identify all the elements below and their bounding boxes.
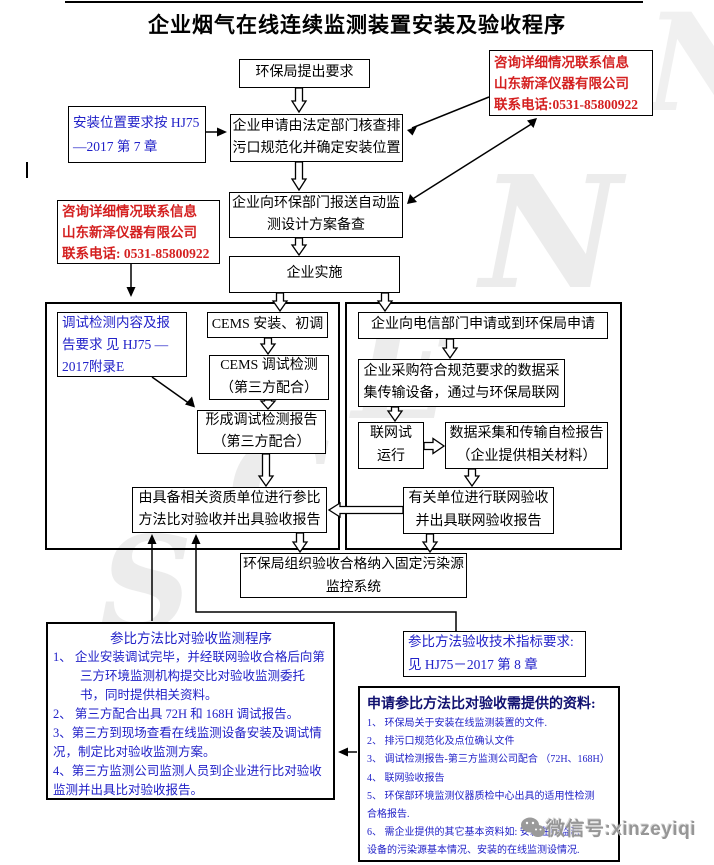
flow-box-network-trial: 联网试 运行: [358, 422, 424, 469]
list-item: 4、 联网验收报告: [367, 772, 445, 784]
contact-info-box-left: 咨询详细情况联系信息 山东新泽仪器有限公司 联系电话: 0531-8580092…: [57, 200, 220, 264]
flow-box-apply: 企业申请由法定部门核查排 污口规范化并确定安装位置: [230, 114, 403, 162]
materials-note-box: 申请参比方法比对验收需提供的资料: 1、 环保局关于安装在线监测装置的文件. 2、…: [358, 686, 620, 862]
list-item: 3、第三方到现场查看在线监测设备安装及调试情况，制定比对验收监测方案。: [53, 726, 322, 759]
procedure-note-box: 参比方法比对验收监测程序 1、 企业安装调试完毕，并经联网验收合格后向第三方环境…: [46, 622, 335, 800]
flow-box-epb-request: 环保局提出要求: [239, 59, 370, 88]
flow-box-self-check-report: 数据采集和传输自检报告 （企业提供相关材料）: [445, 422, 608, 469]
materials-items: 1、 环保局关于安装在线监测装置的文件. 2、 排污口规范化及点位确认文件 3、 调…: [367, 715, 613, 860]
list-item: 6、 需企业提供的其它基本资料如: 安装在线监测 设备的污染源基本情况、安装的在…: [367, 827, 580, 857]
flow-box-report-design: 企业向环保部门报送自动监 测设计方案备查: [229, 192, 403, 238]
page-title: 企业烟气在线连续监测装置安装及验收程序: [148, 13, 566, 37]
list-item: 2、 第三方配合出具 72H 和 168H 调试报告。: [53, 707, 300, 721]
flow-box-epb-organize: 环保局组织验收合格纳入固定污染源 监控系统: [240, 553, 467, 598]
list-item: 5、 环保部环境监测仪器质检中心出具的适用性检测 合格报告.: [367, 790, 595, 820]
top-rule: [65, 1, 643, 3]
flow-box-telecom-apply: 企业向电信部门申请或到环保局申请: [358, 312, 608, 339]
procedure-items: 1、 企业安装调试完毕，并经联网验收合格后向第三方环境监测机构提交比对验收监测委…: [53, 648, 329, 798]
list-item: 4、第三方监测公司监测人员到企业进行比对验收监测并出具比对验收报告。: [53, 764, 322, 797]
left-group-rect: [45, 302, 340, 550]
procedure-title: 参比方法比对验收监测程序: [110, 631, 272, 646]
flow-box-implement: 企业实施: [229, 256, 400, 293]
left-tick-mark: [26, 162, 28, 178]
flow-box-acceptance: 由具备相关资质单位进行参比 方法比对验收并出具验收报告: [132, 487, 327, 533]
note-tech-requirements: 参比方法验收技术指标要求: 见 HJ75－2017 第 8 章: [403, 631, 586, 677]
materials-title: 申请参比方法比对验收需提供的资料:: [367, 697, 596, 712]
right-group-rect: [345, 302, 622, 550]
wechat-watermark: 微信号:xinzeyiqi: [520, 814, 696, 841]
note-debug-requirements: 调试检测内容及报 告要求 见 HJ75 — 2017附录E: [57, 312, 187, 377]
list-item: 2、 排污口规范化及点位确认文件: [367, 736, 515, 748]
list-item: 1、 企业安装调试完毕，并经联网验收合格后向第三方环境监测机构提交比对验收监测委…: [53, 650, 325, 702]
note-install-position: 安装位置要求按 HJ75 —2017 第 7 章: [68, 106, 206, 163]
flow-box-form-report: 形成调试检测报告 （第三方配合）: [197, 410, 326, 454]
contact-info-box-top: 咨询详细情况联系信息 山东新泽仪器有限公司 联系电话:0531-85800922: [489, 50, 653, 116]
list-item: 1、 环保局关于安装在线监测装置的文件.: [367, 718, 547, 729]
flow-box-purchase: 企业采购符合规范要求的数据采 集传输设备，通过与环保局联网: [358, 359, 565, 407]
flow-box-network-acceptance: 有关单位进行联网验收 并出具联网验收报告: [403, 487, 554, 534]
flow-box-cems-debug: CEMS 调试检测 （第三方配合）: [209, 355, 329, 400]
flow-box-cems-install: CEMS 安装、初调: [207, 312, 328, 338]
wechat-id-label: 微信号:xinzeyiqi: [546, 819, 697, 840]
wechat-icon: [521, 817, 545, 837]
list-item: 3、 调试检测报告-第三方监测公司配合 （72H、168H）: [367, 754, 610, 766]
